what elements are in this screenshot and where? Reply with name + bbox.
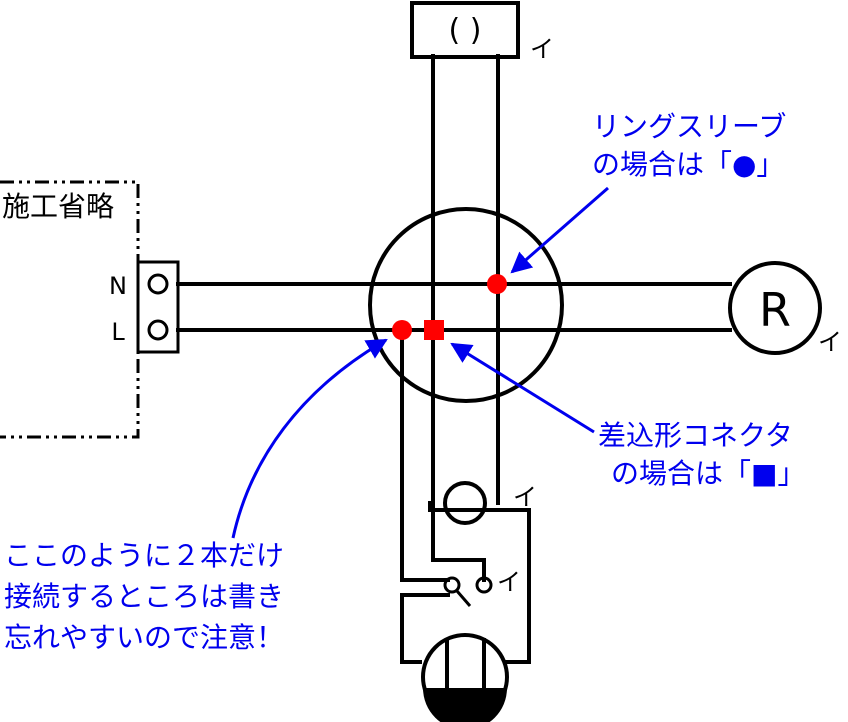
wire-marks: イ イ イ イ [497,35,842,596]
ring-sleeve-mark [487,274,507,294]
push-in-note-line2: の場合は「■」 [611,457,805,490]
ring-sleeve-note-line1: リングスリーブ [592,110,786,143]
connection-marks [392,274,507,340]
wire-mark: イ [497,568,521,596]
warning-note-line3: 忘れやすいので注意！ [4,621,284,654]
box-symbol: ( ) [449,13,482,48]
wire-mark: イ [818,328,842,356]
warning-note-line1: ここのように２本だけ [4,539,284,572]
ring-sleeve-note-line2: の場合は「●」 [592,148,784,181]
warning-note-line2: 接続するところは書き [4,580,284,613]
terminal-n-label: N [109,272,127,300]
junction-box [368,207,564,403]
lower-wiring [400,328,531,722]
annotation-push-in: 差込形コネクタ の場合は「■」 [450,342,805,490]
wire-mark: イ [513,483,537,511]
omitted-area: 施工省略 [0,180,140,439]
outlet-r: R [728,261,822,355]
terminal-l-label: L [111,318,125,346]
ring-sleeve-mark [392,320,412,340]
horizontal-wires [176,282,732,332]
annotation-ring-sleeve: リングスリーブ の場合は「●」 [510,110,786,274]
outlet-r-label: R [759,283,791,337]
annotation-warning: ここのように２本だけ 接続するところは書き 忘れやすいので注意！ [4,338,388,654]
wire-mark: イ [530,35,554,63]
push-in-connector-mark [424,320,444,340]
omitted-label: 施工省略 [2,190,114,223]
push-in-note-line1: 差込形コネクタ [598,419,793,452]
power-terminal: N L [109,260,180,354]
ceiling-light-box: ( ) [410,1,520,498]
